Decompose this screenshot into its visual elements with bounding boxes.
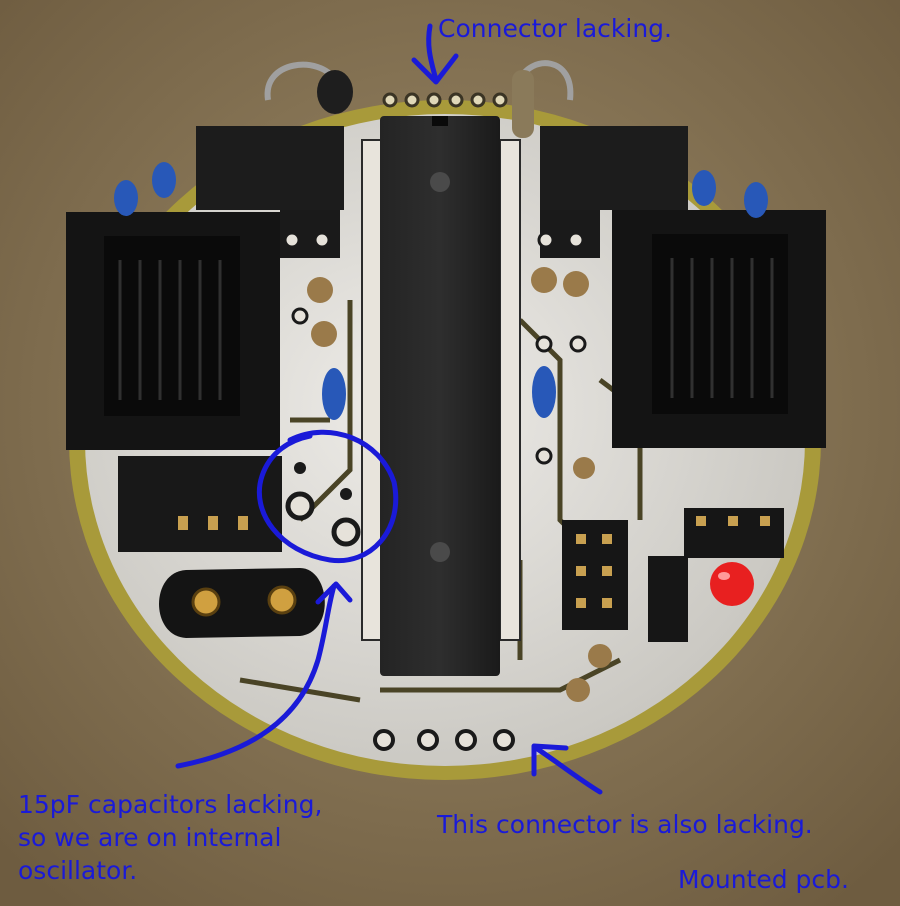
annotation-top: Connector lacking. — [438, 14, 672, 43]
annotation-left-line-1: 15pF capacitors lacking, — [18, 790, 323, 819]
pin-header-right-pins — [576, 516, 770, 608]
arrow-bottom-shaft — [533, 745, 603, 795]
arrow-left-shaft — [175, 583, 337, 769]
photo-caption: Mounted pcb. — [678, 865, 849, 894]
solder-pads — [283, 231, 587, 465]
red-led — [710, 562, 754, 606]
annotation-strokes — [175, 23, 603, 795]
ic-socket-pins — [361, 139, 521, 641]
power-pin-2 — [267, 585, 297, 615]
power-connector — [159, 568, 325, 638]
chip-dot-bottom — [430, 542, 450, 562]
rj-jack-left-opening — [104, 236, 240, 416]
bottom-connector-pads — [373, 729, 515, 751]
rj-jack-right-contacts — [670, 258, 774, 398]
pin-header-right-a — [562, 520, 628, 630]
regulator-right — [540, 126, 688, 210]
small-ceramic-caps — [307, 267, 612, 702]
arrow-left-head — [315, 581, 353, 605]
rj-jack-right-opening — [652, 234, 788, 414]
pin-header-right-c — [684, 508, 784, 558]
resistor-left-top — [317, 70, 353, 114]
blue-capacitors — [114, 162, 768, 420]
red-led-highlight — [718, 572, 730, 580]
pin-header-right-b — [648, 556, 688, 642]
resistor-right-top — [512, 70, 534, 138]
arrow-top-head — [411, 53, 459, 85]
circle-crystal-area — [256, 429, 399, 564]
annotation-left: 15pF capacitors lacking, so we are on in… — [18, 788, 322, 887]
annotation-left-line-2: so we are on internal — [18, 823, 282, 852]
microcontroller-chip — [380, 116, 500, 676]
jumper-header-left — [118, 456, 282, 552]
rj-jack-left-contacts — [118, 260, 222, 400]
jumper-header-left-pins — [178, 516, 248, 530]
chip-notch — [432, 116, 448, 126]
top-connector-pads — [382, 92, 508, 108]
arrow-bottom-head — [531, 743, 569, 777]
chip-dot-top — [430, 172, 450, 192]
annotation-left-line-3: oscillator. — [18, 856, 138, 885]
annotation-bottom: This connector is also lacking. — [437, 810, 813, 839]
crystal-cap-pads — [285, 462, 361, 547]
power-pin-1 — [191, 587, 221, 617]
arrow-top-shaft — [426, 23, 439, 83]
regulator-left — [196, 126, 344, 210]
